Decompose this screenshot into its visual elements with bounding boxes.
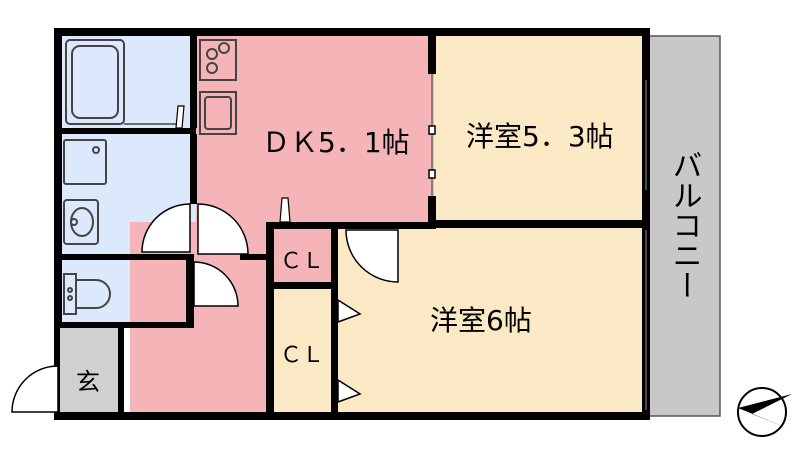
western-door-icon [345, 229, 399, 283]
toilet-icon [63, 273, 111, 315]
toilet-door-icon [193, 261, 239, 307]
closet-doors [337, 298, 362, 404]
western-b-label: 洋室6帖 [430, 304, 532, 337]
bathtub [65, 39, 125, 125]
dk-label: ＤＫ5．1帖 [262, 126, 410, 159]
sink-icon [199, 91, 237, 135]
hall-door-icon [197, 203, 249, 255]
entrance-label: 玄 [76, 368, 100, 396]
wash-door-icon [141, 203, 191, 253]
north-arrow-icon [737, 387, 792, 437]
doors [11, 203, 399, 413]
western-room-a [434, 32, 644, 224]
door-mark [428, 169, 436, 179]
closet-2 [270, 288, 336, 416]
stove-icon [199, 39, 237, 81]
walls [54, 28, 650, 420]
hall-top [192, 258, 270, 268]
entrance [58, 328, 122, 414]
bath-door-mark [175, 105, 185, 129]
western-a-label: 洋室5．3帖 [466, 120, 614, 153]
door-mark [428, 125, 436, 135]
closet-1 [270, 222, 336, 288]
closet-1-label: ＣＬ [280, 249, 324, 274]
washbasin-icon [63, 199, 99, 245]
washing-machine [63, 139, 107, 185]
closet-2-label: ＣＬ [280, 343, 324, 368]
balcony-label: バルコニー [667, 150, 702, 300]
entrance-door-icon [11, 365, 59, 413]
dk-door-mark [279, 197, 291, 223]
